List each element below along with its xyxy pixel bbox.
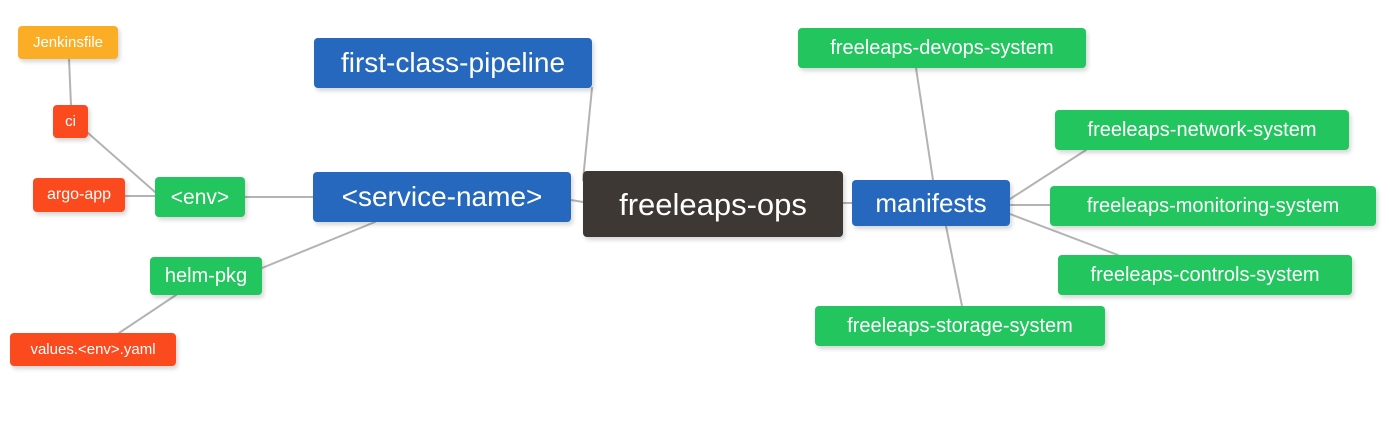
mindmap-node-ci[interactable]: ci <box>53 105 88 138</box>
mindmap-node-env[interactable]: <env> <box>155 177 245 217</box>
mindmap-node-label: freeleaps-devops-system <box>830 37 1054 59</box>
mindmap-node-label: Jenkinsfile <box>32 34 104 51</box>
mindmap-node-freeleaps-ops[interactable]: freeleaps-ops <box>583 171 843 237</box>
edge-service-name-to-helm-pkg <box>261 221 376 269</box>
mindmap-node-monitoring-system[interactable]: freeleaps-monitoring-system <box>1050 186 1376 226</box>
mindmap-node-label: <env> <box>170 185 230 209</box>
mindmap-node-first-class-pipeline[interactable]: first-class-pipeline <box>314 38 592 88</box>
mindmap-node-storage-system[interactable]: freeleaps-storage-system <box>815 306 1105 346</box>
edge-service-name-to-freeleaps-ops <box>570 199 584 203</box>
edge-service-name-to-first-class-pipeline <box>582 87 593 181</box>
mindmap-node-label: freeleaps-monitoring-system <box>1086 195 1340 217</box>
mindmap-node-controls-system[interactable]: freeleaps-controls-system <box>1058 255 1352 295</box>
mindmap-node-label: freeleaps-ops <box>619 186 807 222</box>
mindmap-node-argo-app[interactable]: argo-app <box>33 178 125 212</box>
mindmap-node-network-system[interactable]: freeleaps-network-system <box>1055 110 1349 150</box>
mindmap-node-jenkinsfile[interactable]: Jenkinsfile <box>18 26 118 59</box>
edge-jenkinsfile-to-ci <box>68 58 72 106</box>
mindmap-node-label: manifests <box>875 188 987 218</box>
mindmap-node-label: freeleaps-network-system <box>1087 119 1317 141</box>
mindmap-node-label: freeleaps-storage-system <box>847 315 1073 337</box>
mindmap-node-manifests[interactable]: manifests <box>852 180 1010 226</box>
mindmap-node-label: <service-name> <box>341 181 543 212</box>
mindmap-node-helm-pkg[interactable]: helm-pkg <box>150 257 262 295</box>
mindmap-node-values-yaml[interactable]: values.<env>.yaml <box>10 333 176 366</box>
mindmap-node-service-name[interactable]: <service-name> <box>313 172 571 222</box>
mindmap-node-label: first-class-pipeline <box>340 47 566 78</box>
mindmap-node-label: values.<env>.yaml <box>30 341 156 358</box>
edge-manifests-to-devops-system <box>915 67 934 181</box>
edge-manifests-to-storage-system <box>945 225 963 307</box>
mindmap-node-label: helm-pkg <box>164 265 248 287</box>
mindmap-node-label: ci <box>65 113 76 130</box>
mindmap-node-label: argo-app <box>46 186 112 203</box>
mindmap-node-devops-system[interactable]: freeleaps-devops-system <box>798 28 1086 68</box>
edge-helm-pkg-to-values-yaml <box>118 294 177 334</box>
mindmap-node-label: freeleaps-controls-system <box>1090 264 1320 286</box>
